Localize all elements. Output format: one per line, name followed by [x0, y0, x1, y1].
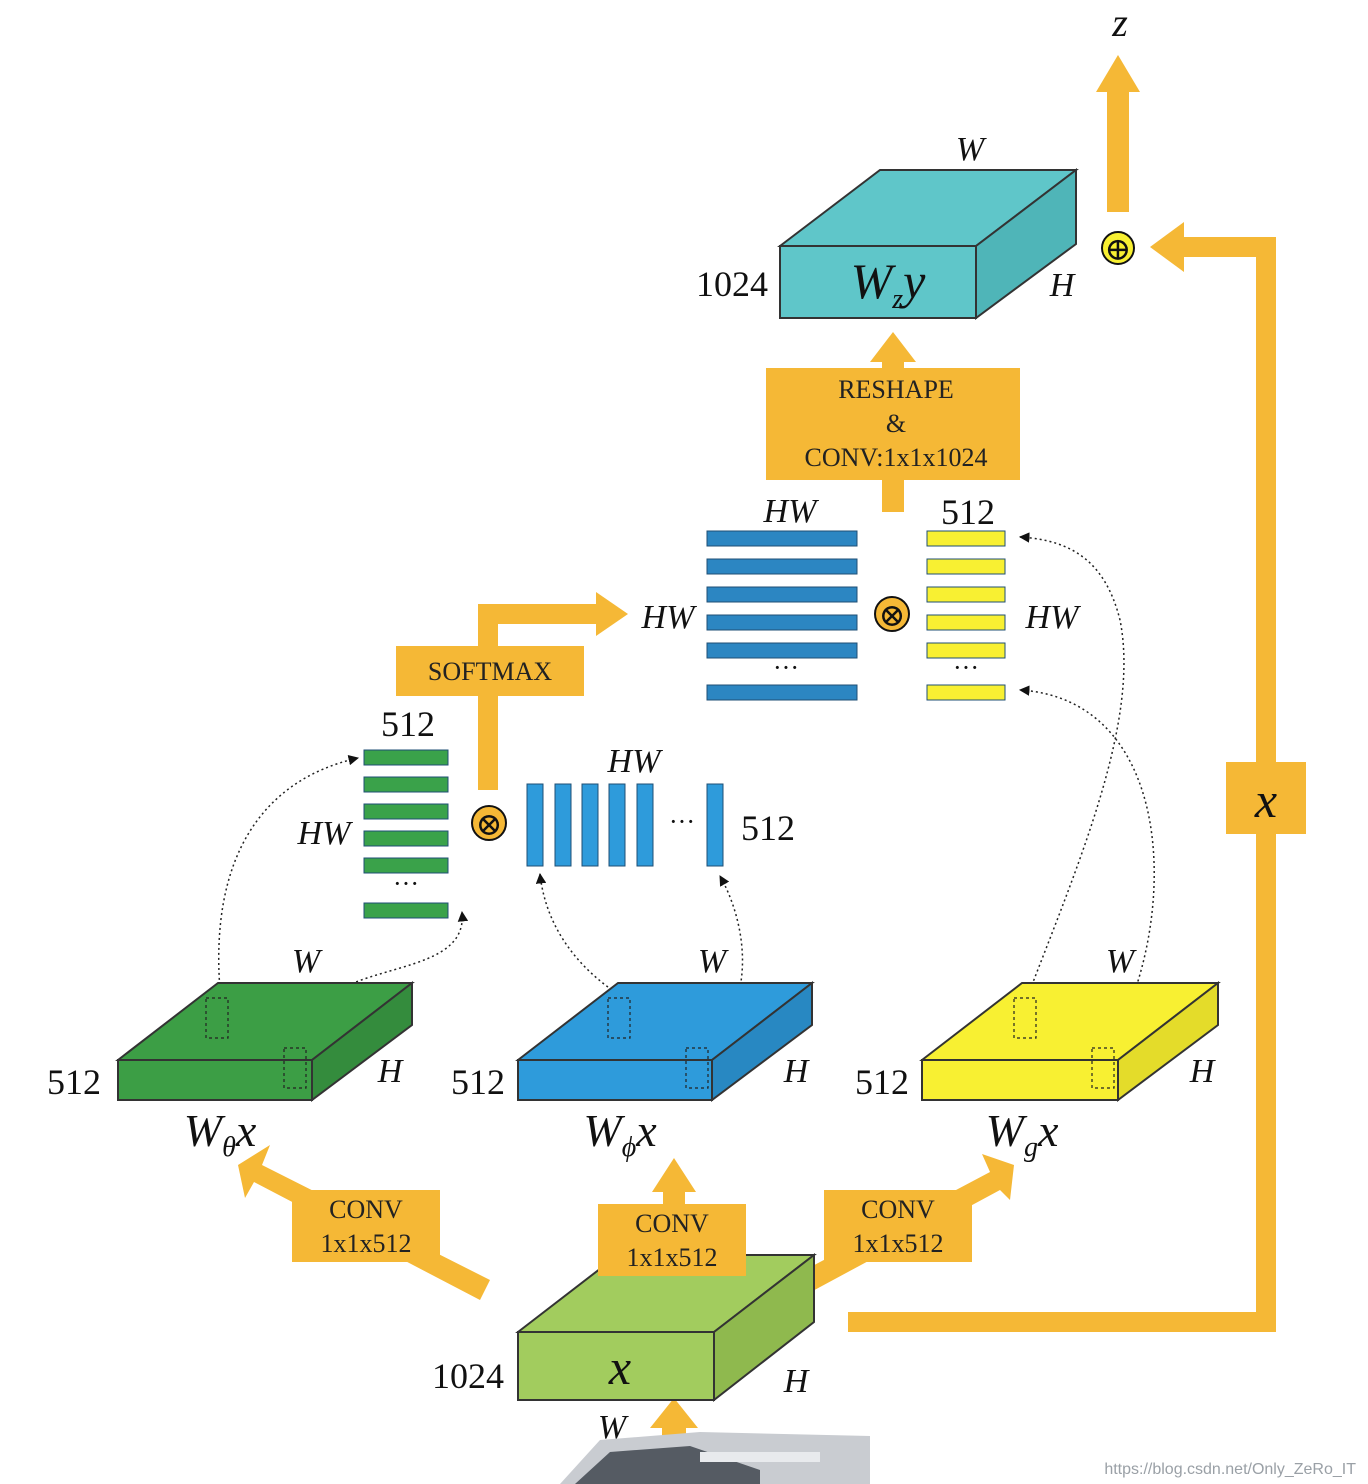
g-bar-6	[926, 684, 1006, 701]
theta-matrix-top-label: 512	[381, 704, 435, 744]
conv-right-line1: CONV	[861, 1195, 935, 1224]
attn-bar-1	[706, 530, 858, 547]
multiply-icon-top: ⊗	[879, 597, 906, 633]
attn-left-label: HW	[641, 599, 698, 636]
theta-bar-2	[363, 776, 449, 793]
conv-mid-line1: CONV	[635, 1209, 709, 1238]
g-matrix-right-label: HW	[1025, 599, 1082, 636]
theta-matrix	[363, 749, 449, 919]
phi-depth-label: 512	[451, 1062, 505, 1102]
phi-matrix-right-label: 512	[741, 808, 795, 848]
theta-bar-1	[363, 749, 449, 766]
phi-matrix-top-label: HW	[607, 743, 664, 780]
conv-mid-box	[598, 1204, 746, 1276]
g-height-label: H	[1189, 1053, 1217, 1090]
skip-x-box	[1226, 762, 1306, 834]
theta-bar-5	[363, 857, 449, 874]
theta-block-label: Wθx	[184, 1105, 257, 1163]
theta-bar-3	[363, 803, 449, 820]
phi-bar-3	[581, 783, 599, 867]
wz-height-label: H	[1049, 267, 1077, 304]
attn-bar-4	[706, 614, 858, 631]
g-matrix-dots: ···	[953, 653, 979, 682]
multiply-icon-bottom: ⊗	[476, 806, 503, 842]
add-icon: ⊕	[1105, 231, 1132, 267]
phi-width-label: W	[698, 943, 729, 980]
skip-x-label: x	[1254, 772, 1277, 828]
conv-right-box	[824, 1190, 972, 1262]
phi-block	[515, 980, 815, 1102]
multiply-icon-bottom-circle	[471, 805, 507, 841]
attn-bar-2	[706, 558, 858, 575]
g-depth-label: 512	[855, 1062, 909, 1102]
reshape-line3: CONV:1x1x1024	[805, 443, 988, 472]
g-width-label: W	[1106, 943, 1137, 980]
theta-bar-4	[363, 830, 449, 847]
attn-dots: ···	[773, 653, 799, 682]
reshape-line2: &	[886, 409, 906, 438]
add-icon-circle	[1101, 231, 1135, 265]
theta-bar-6	[363, 902, 449, 919]
phi-block-label: Wϕx	[583, 1105, 657, 1163]
g-matrix	[926, 530, 1006, 701]
watermark: https://blog.csdn.net/Only_ZeRo_IT	[1104, 1461, 1356, 1478]
attn-bar-5	[706, 642, 858, 659]
g-bar-3	[926, 586, 1006, 603]
input-height-label: H	[783, 1363, 811, 1400]
output-z-label: z	[1111, 0, 1128, 45]
output-arrow	[1096, 55, 1140, 212]
g-bar-4	[926, 614, 1006, 631]
g-matrix-top-label: 512	[941, 492, 995, 532]
attention-matrix	[706, 530, 858, 701]
input-block-label: x	[608, 1339, 631, 1395]
phi-bar-4	[608, 783, 626, 867]
theta-matrix-left-label: HW	[297, 815, 354, 852]
g-bar-2	[926, 558, 1006, 575]
attn-top-label: HW	[763, 493, 820, 530]
g-block	[919, 980, 1221, 1102]
phi-bar-1	[526, 783, 544, 867]
phi-height-label: H	[783, 1053, 811, 1090]
phi-matrix	[526, 783, 724, 867]
attn-bar-6	[706, 684, 858, 701]
reshape-line1: RESHAPE	[838, 375, 954, 404]
softmax-label: SOFTMAX	[428, 657, 552, 686]
reshape-conv-box	[766, 368, 1020, 480]
conv-right-line2: 1x1x512	[853, 1229, 944, 1258]
phi-matrix-dots: ···	[669, 807, 695, 836]
input-image-fragment	[560, 1432, 870, 1484]
g-bar-1	[926, 530, 1006, 547]
reshape-arrow	[870, 332, 916, 512]
phi-bar-5	[636, 783, 654, 867]
wz-width-label: W	[956, 131, 987, 168]
conv-mid-line2: 1x1x512	[627, 1243, 718, 1272]
wz-depth-label: 1024	[696, 264, 768, 304]
theta-depth-label: 512	[47, 1062, 101, 1102]
attn-bar-3	[706, 586, 858, 603]
phi-bar-6	[706, 783, 724, 867]
theta-height-label: H	[377, 1053, 405, 1090]
phi-bar-2	[554, 783, 572, 867]
theta-matrix-dots: ···	[393, 869, 419, 898]
multiply-icon-top-circle	[874, 596, 910, 632]
g-bar-5	[926, 642, 1006, 659]
conv-left-line2: 1x1x512	[321, 1229, 412, 1258]
softmax-arrow	[478, 592, 628, 790]
wz-block	[777, 167, 1079, 320]
input-depth-label: 1024	[432, 1356, 504, 1396]
theta-block	[115, 980, 415, 1102]
conv-left-line1: CONV	[329, 1195, 403, 1224]
softmax-box	[396, 646, 584, 696]
wz-block-label: Wzy	[851, 253, 927, 315]
conv-left-box	[292, 1190, 440, 1262]
input-block	[515, 1252, 817, 1403]
theta-width-label: W	[292, 943, 323, 980]
g-block-label: Wgx	[986, 1105, 1059, 1163]
